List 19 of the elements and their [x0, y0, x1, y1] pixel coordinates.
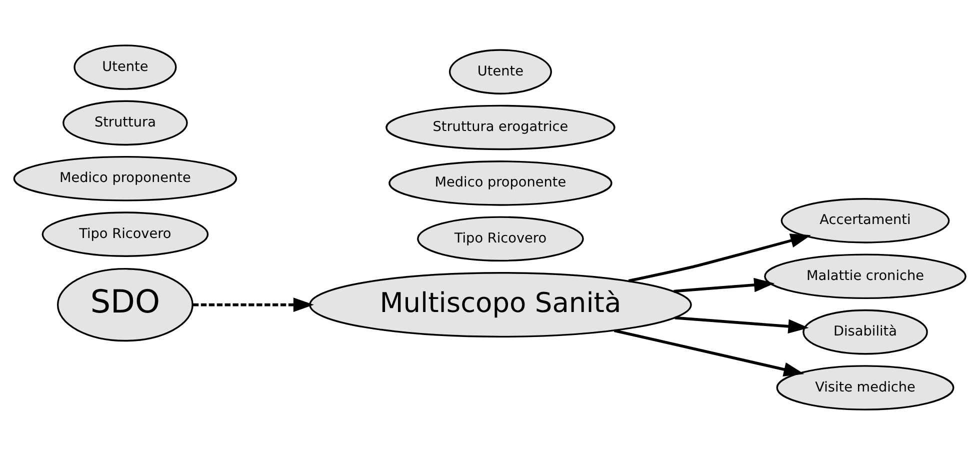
arrow: [674, 316, 808, 334]
arrow: [613, 329, 804, 376]
node-ellipse: Struttura: [62, 100, 188, 146]
node-ellipse: Malattie croniche: [764, 254, 966, 300]
node-ellipse: Utente: [448, 49, 552, 94]
node-ellipse: Disabilità: [802, 309, 928, 355]
node-ellipse: Accertamenti: [780, 198, 950, 244]
node-ellipse: Medico proponente: [388, 160, 612, 206]
arrow: [673, 278, 774, 293]
node-ellipse: SDO: [56, 268, 193, 342]
node-ellipse: Utente: [73, 44, 176, 90]
node-ellipse: Medico proponente: [12, 156, 237, 202]
node-ellipse: Visite mediche: [776, 365, 954, 410]
arrow: [192, 298, 314, 312]
node-ellipse: Tipo Ricovero: [41, 212, 208, 257]
node-ellipse: Struttura erogatrice: [385, 104, 615, 150]
node-ellipse: Multiscopo Sanità: [308, 272, 692, 338]
arrow: [628, 234, 810, 282]
node-ellipse: Tipo Ricovero: [416, 216, 584, 262]
